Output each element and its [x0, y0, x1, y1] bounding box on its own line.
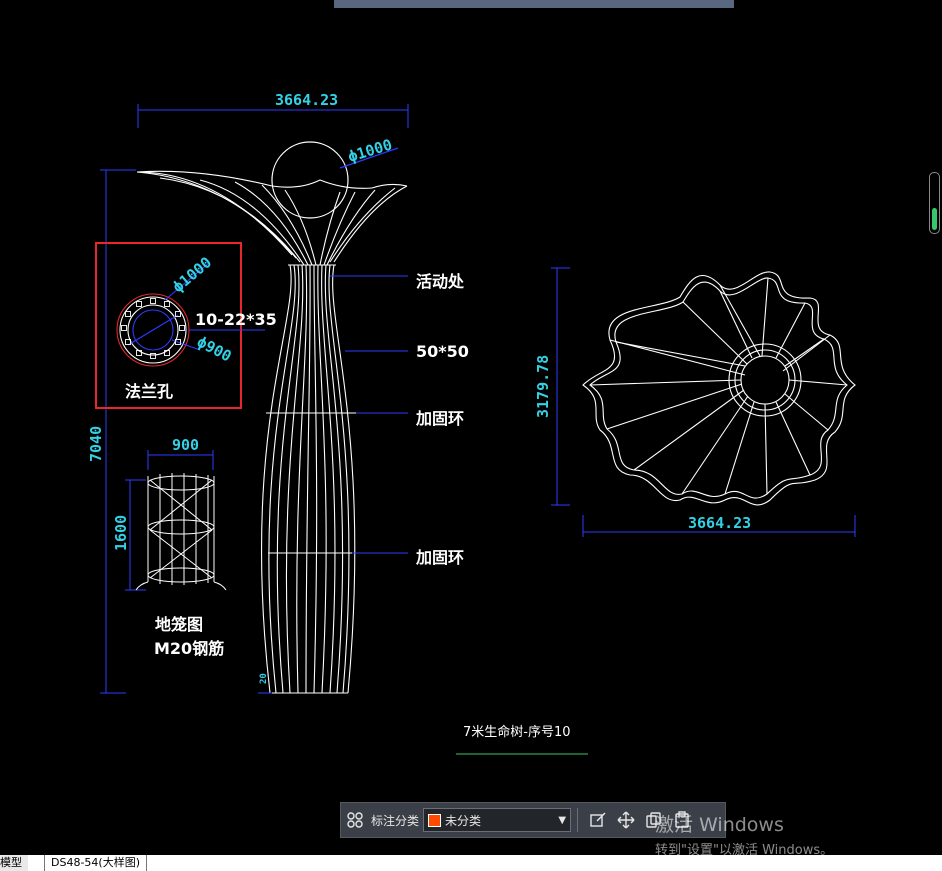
top-width-dim-text: 3664.23 [275, 91, 338, 109]
plan-width-dim-text: 3664.23 [688, 514, 751, 532]
cage-label: 地笼图 [155, 615, 203, 634]
plan-height-dimension [551, 267, 570, 506]
flange-highlight-box [95, 242, 242, 409]
sphere-dim-text: ϕ1000 [346, 135, 394, 165]
tree-trunk [261, 264, 356, 694]
category-color-swatch [428, 813, 442, 827]
watermark-line-1: 激活 Windows [655, 814, 784, 836]
top-width-dimension [137, 104, 409, 128]
callout-joint: 活动处 [416, 272, 465, 291]
callout-ring-2: 加固环 [415, 548, 464, 567]
flange-label: 法兰孔 [125, 382, 173, 401]
plan-height-dim-text: 3179.78 [534, 355, 552, 418]
tab-model[interactable]: 模型 [0, 855, 28, 871]
tab-layout-detail[interactable]: DS48-54(大样图) [44, 855, 147, 871]
callout-ring-1: 加固环 [415, 409, 464, 428]
flange-inner-dim-text: ϕ900 [194, 333, 234, 366]
callout-tube: 50*50 [416, 342, 469, 361]
annotation-category-label: 标注分类 [371, 813, 420, 828]
annotation-toolbar: 标注分类 未分类 ▼ [340, 802, 726, 838]
base-dim-text: 20 [259, 673, 269, 684]
tree-top-sphere [271, 141, 399, 219]
drawing-title: 7米生命树-序号10 [463, 724, 571, 740]
foundation-cage [135, 473, 227, 591]
callout-leaders [330, 275, 408, 554]
plan-view [582, 271, 856, 506]
chevron-down-icon: ▼ [558, 814, 567, 826]
height-dimension [100, 169, 136, 694]
move-icon[interactable] [612, 806, 640, 834]
cage-width-dim-text: 900 [172, 436, 199, 454]
tree-crown [136, 170, 408, 266]
top-bar [334, 0, 734, 8]
flange-outer-dim-text: ϕ1000 [169, 253, 215, 296]
paste-icon[interactable] [668, 806, 696, 834]
cage-material: M20钢筋 [154, 639, 224, 658]
vertical-scrollbar[interactable] [929, 172, 940, 234]
flange-bolt-spec: 10-22*35 [195, 310, 277, 329]
toolbar-separator [577, 808, 579, 832]
selected-category: 未分类 [445, 813, 482, 828]
cage-height-dim-text: 1600 [112, 515, 130, 551]
cage-height-dimension [125, 479, 146, 591]
grid-menu-icon[interactable] [341, 806, 369, 834]
flange-detail [116, 261, 265, 367]
annotation-category-select[interactable]: 未分类 ▼ [423, 808, 572, 832]
watermark-line-2: 转到"设置"以激活 Windows。 [655, 843, 834, 858]
activation-watermark: 激活 Windows 转到"设置"以激活 Windows。 [655, 810, 833, 858]
scroll-thumb[interactable] [932, 208, 937, 230]
edit-icon[interactable] [584, 806, 612, 834]
cage-width-dimension [147, 450, 214, 470]
height-dim-text: 7040 [87, 426, 105, 462]
layout-tab-bar: 模型 DS48-54(大样图) [0, 855, 942, 871]
copy-icon[interactable] [640, 806, 668, 834]
plan-width-dimension [582, 515, 856, 537]
